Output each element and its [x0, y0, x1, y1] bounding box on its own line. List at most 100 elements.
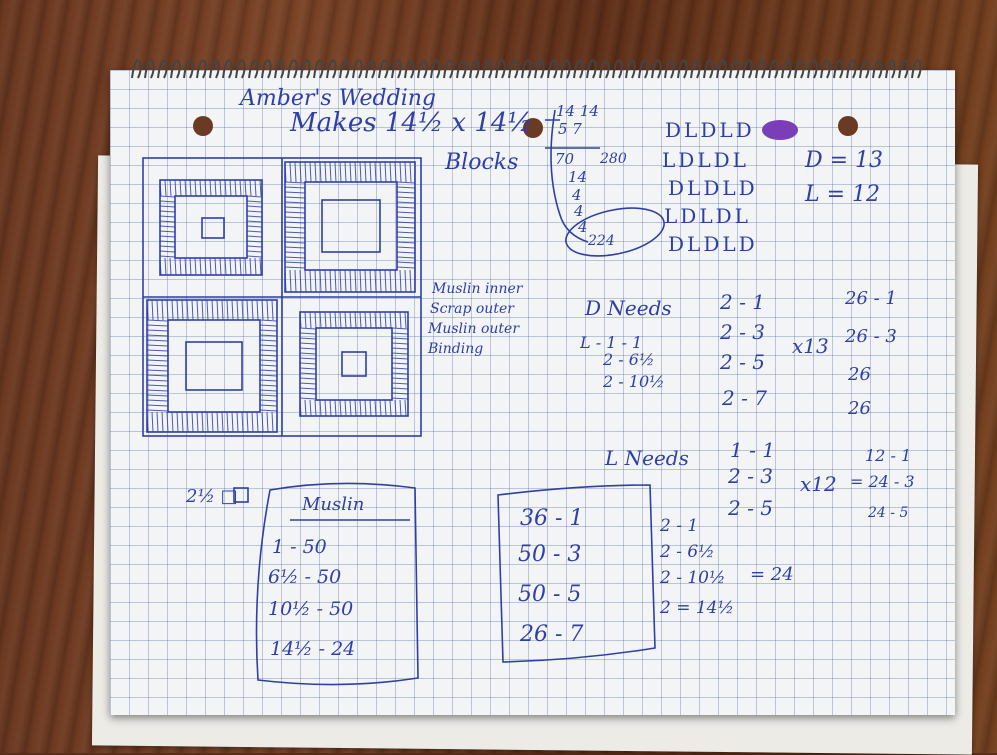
- hatch-line: [375, 270, 376, 292]
- hatch-line: [247, 246, 262, 247]
- hatch-line: [375, 312, 376, 328]
- hatch-line: [212, 300, 213, 320]
- hatch-line: [210, 180, 211, 196]
- hatch-line: [237, 300, 238, 320]
- hatch-line: [260, 390, 277, 391]
- hatch-line: [335, 312, 336, 328]
- hatch-line: [350, 162, 351, 182]
- hatch-line: [160, 216, 175, 217]
- hatch-line: [370, 162, 371, 182]
- hatch-line: [260, 340, 277, 341]
- hatch-line: [260, 350, 277, 351]
- hatch-line: [405, 270, 406, 292]
- hatch-line: [255, 258, 256, 275]
- hatch-line: [247, 221, 262, 222]
- hatch-line: [285, 212, 305, 213]
- hatch-line: [392, 378, 408, 379]
- hatch-line: [365, 312, 366, 328]
- hatch-line: [202, 412, 203, 432]
- hatch-line: [285, 247, 305, 248]
- hatch-line: [285, 242, 305, 243]
- hatch-line: [162, 412, 163, 432]
- hatch-line: [392, 348, 408, 349]
- hatch-line: [300, 393, 316, 394]
- hatch-line: [385, 400, 386, 416]
- hatch-line: [397, 227, 415, 228]
- hatch-line: [185, 258, 186, 275]
- hatch-line: [260, 345, 277, 346]
- hatch-line: [257, 412, 258, 432]
- hatch-line: [247, 196, 262, 197]
- hatch-line: [212, 412, 213, 432]
- hatch-line: [300, 348, 316, 349]
- hatch-line: [160, 241, 175, 242]
- hatch-line: [397, 237, 415, 238]
- hatch-line: [285, 182, 305, 183]
- hatch-line: [305, 270, 306, 292]
- hatch-line: [360, 270, 361, 292]
- hatch-line: [247, 206, 262, 207]
- hatch-line: [202, 300, 203, 320]
- hatch-line: [370, 400, 371, 416]
- hatch-line: [200, 180, 201, 196]
- hatch-line: [355, 162, 356, 182]
- blocks-label: Blocks: [445, 152, 518, 174]
- hatch-line: [252, 412, 253, 432]
- hatch-line: [400, 312, 401, 328]
- hatch-line: [260, 375, 277, 376]
- hatch-line: [160, 226, 175, 227]
- hatch-line: [392, 373, 408, 374]
- hatch-line: [285, 202, 305, 203]
- hatch-line: [182, 412, 183, 432]
- hatch-line: [395, 270, 396, 292]
- hatch-line: [170, 258, 171, 275]
- hatch-line: [380, 312, 381, 328]
- hatch-line: [340, 400, 341, 416]
- hatch-line: [190, 180, 191, 196]
- hatch-line: [410, 162, 411, 182]
- hatch-line: [227, 412, 228, 432]
- hatch-line: [397, 232, 415, 233]
- hatch-line: [240, 180, 241, 196]
- hatch-line: [157, 412, 158, 432]
- hatch-line: [247, 231, 262, 232]
- hatch-line: [262, 412, 263, 432]
- hatch-line: [197, 412, 198, 432]
- hatch-line: [182, 300, 183, 320]
- hatch-line: [330, 162, 331, 182]
- hatch-line: [397, 257, 415, 258]
- hatch-line: [395, 312, 396, 328]
- hatch-line: [392, 328, 408, 329]
- hatch-line: [260, 400, 277, 401]
- hatch-line: [325, 270, 326, 292]
- square-size-label: 2½ □: [186, 488, 238, 506]
- hatch-line: [147, 355, 168, 356]
- hatch-line: [222, 300, 223, 320]
- hatch-line: [295, 270, 296, 292]
- d-count: D = 13: [805, 150, 883, 172]
- hatch-line: [187, 300, 188, 320]
- hatch-line: [160, 221, 175, 222]
- hatch-line: [315, 312, 316, 328]
- hatch-line: [397, 207, 415, 208]
- hatch-line: [325, 400, 326, 416]
- hatch-line: [285, 217, 305, 218]
- hatch-line: [335, 162, 336, 182]
- hatch-line: [390, 270, 391, 292]
- hatch-line: [160, 236, 175, 237]
- hatch-line: [300, 343, 316, 344]
- hatch-line: [285, 252, 305, 253]
- hatch-line: [147, 385, 168, 386]
- hatch-line: [247, 300, 248, 320]
- hatch-line: [397, 182, 415, 183]
- hatch-line: [397, 187, 415, 188]
- hatch-line: [240, 258, 241, 275]
- hatch-line: [345, 162, 346, 182]
- hatch-line: [247, 216, 262, 217]
- hatch-line: [300, 338, 316, 339]
- hatch-line: [360, 400, 361, 416]
- hatch-line: [247, 251, 262, 252]
- hatch-line: [397, 247, 415, 248]
- hatch-line: [247, 211, 262, 212]
- hatch-line: [147, 380, 168, 381]
